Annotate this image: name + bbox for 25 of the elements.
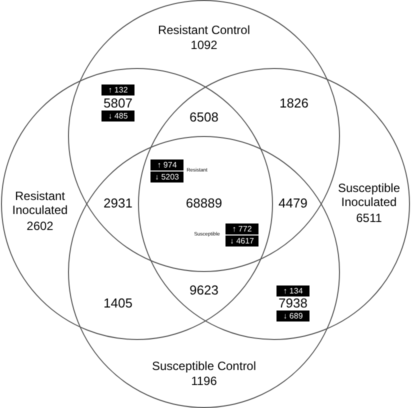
region-count: 9623 xyxy=(190,282,218,298)
region-count: 1405 xyxy=(104,296,132,310)
region-count: 6508 xyxy=(190,110,218,124)
change-tag: ↑ 134 xyxy=(276,286,310,296)
change-tag: ↑ 772 xyxy=(226,224,258,234)
set-count: 1196 xyxy=(191,374,217,388)
region-count: 4479 xyxy=(278,196,308,210)
region-count: 1826 xyxy=(280,96,308,110)
change-tag: ↓ 5203 xyxy=(150,172,184,182)
region-count: 2931 xyxy=(104,196,132,210)
set-count: 6511 xyxy=(356,211,382,225)
set-name: Resistant Control xyxy=(156,23,252,37)
change-tag: ↓ 689 xyxy=(276,310,310,322)
region-count: 68889 xyxy=(186,196,222,210)
region-count: 5807 xyxy=(104,96,132,110)
set-name: Resistant Inoculated xyxy=(11,189,69,217)
change-tag: ↑ 974 xyxy=(150,160,184,170)
change-tag: ↓ 4617 xyxy=(226,236,258,246)
set-name: Susceptible Inoculated xyxy=(336,181,402,209)
set-count: 2602 xyxy=(26,219,54,233)
region-count: 7938 xyxy=(278,296,308,310)
change-tag: ↑ 132 xyxy=(102,84,134,96)
set-count: 1092 xyxy=(190,38,218,52)
change-tag: ↓ 485 xyxy=(102,110,134,122)
set-name: Susceptible Control xyxy=(150,359,258,373)
